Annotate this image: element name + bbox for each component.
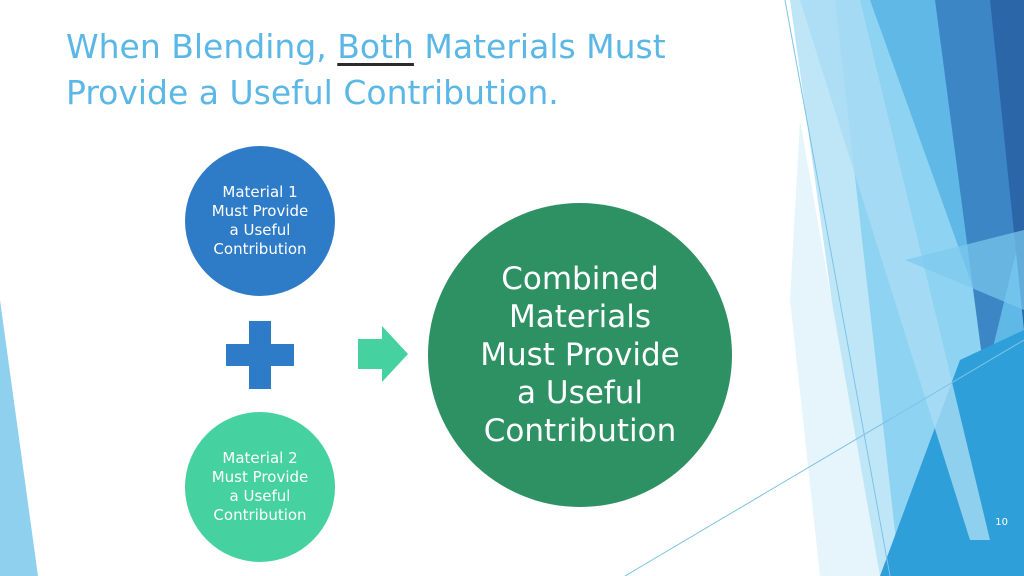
combined-line: a Useful <box>517 375 643 411</box>
material1-label: Material 1 Must Provide a Useful Contrib… <box>205 183 315 259</box>
title-line1-pre: When Blending, <box>66 27 338 66</box>
material1-line: Must Provide <box>211 202 309 220</box>
combined-label: Combined Materials Must Provide a Useful… <box>470 260 690 450</box>
combined-circle: Combined Materials Must Provide a Useful… <box>428 203 732 507</box>
material2-line: Contribution <box>213 506 307 524</box>
material2-circle: Material 2 Must Provide a Useful Contrib… <box>185 412 335 562</box>
material2-line: a Useful <box>229 487 291 505</box>
slide-title: When Blending, Both Materials Must Provi… <box>66 24 766 116</box>
slide-number: 10 <box>995 517 1008 528</box>
material2-line: Must Provide <box>211 468 309 486</box>
material1-line: Contribution <box>213 240 307 258</box>
material1-line: a Useful <box>229 221 291 239</box>
material2-line: Material 2 <box>222 449 298 467</box>
combined-line: Contribution <box>483 413 677 449</box>
combined-line: Must Provide <box>480 337 680 373</box>
material2-label: Material 2 Must Provide a Useful Contrib… <box>205 449 315 525</box>
combined-line: Materials <box>508 299 652 335</box>
title-line2: Provide a Useful Contribution. <box>66 73 559 112</box>
material1-circle: Material 1 Must Provide a Useful Contrib… <box>185 146 335 296</box>
arrow-right-icon <box>358 326 408 382</box>
material1-line: Material 1 <box>222 183 298 201</box>
plus-icon <box>226 321 294 389</box>
title-underlined-word: Both <box>337 27 414 66</box>
title-line1-post: Materials Must <box>413 27 666 66</box>
combined-line: Combined <box>501 261 659 297</box>
